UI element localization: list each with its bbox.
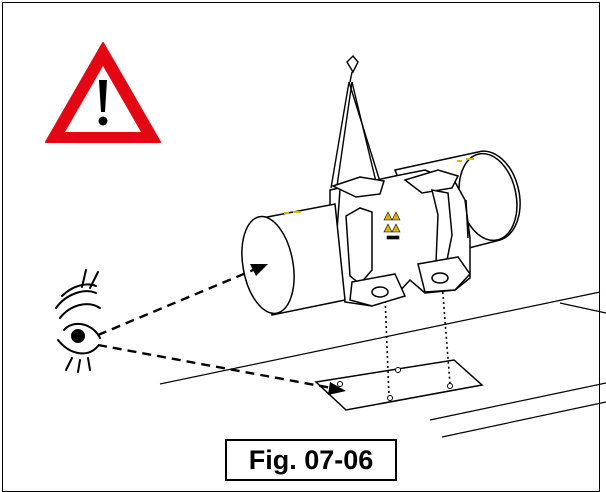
eye-icon [55, 269, 101, 373]
floor-outline [159, 291, 606, 438]
lifting-hook [330, 54, 383, 189]
plate-hole [447, 383, 453, 389]
motor-front-cylinder [241, 203, 346, 316]
plate-hole [337, 381, 343, 387]
plate-hole [387, 395, 393, 401]
motor-housing [329, 169, 471, 307]
warning-triangle-icon [45, 42, 161, 143]
arrowheads [250, 264, 346, 395]
figure-caption: Fig. 07-06 [225, 439, 397, 481]
housing-warning-labels [383, 211, 401, 240]
mounting-plate [314, 359, 484, 411]
alignment-lines [384, 281, 451, 397]
cylinder-labels [284, 158, 474, 214]
plate-hole [395, 367, 401, 373]
sight-line-arrows [97, 266, 338, 391]
